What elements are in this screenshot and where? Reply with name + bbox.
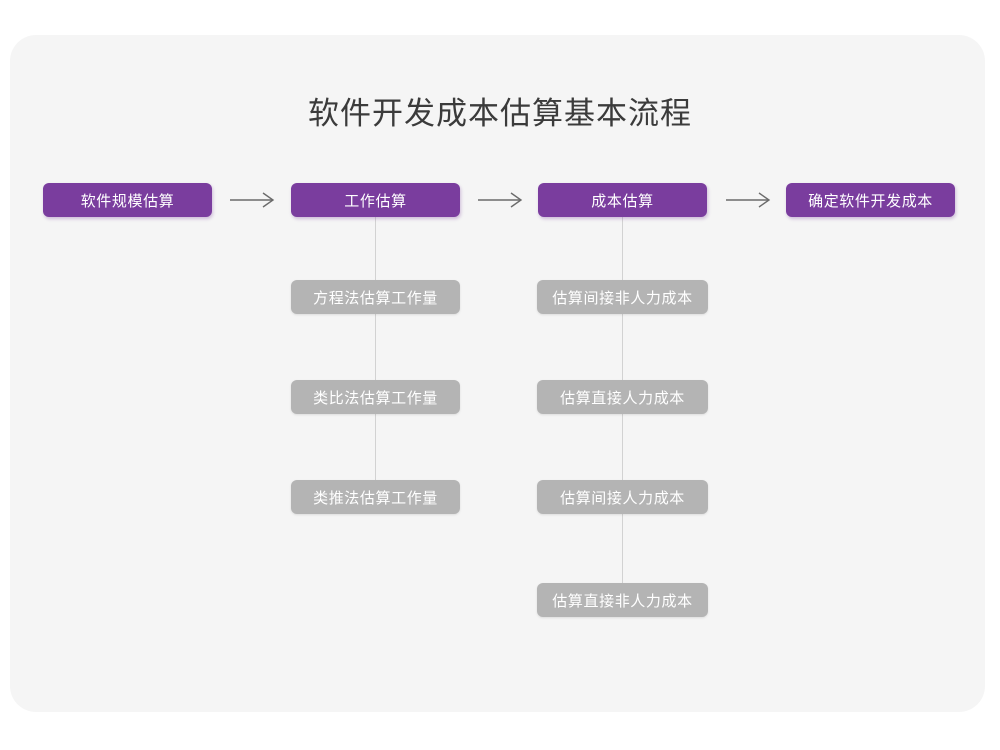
stage-node-1[interactable]: 软件规模估算 bbox=[43, 183, 212, 217]
substep-node-3-3[interactable]: 估算间接人力成本 bbox=[537, 480, 708, 514]
substep-node-2-1[interactable]: 方程法估算工作量 bbox=[291, 280, 460, 314]
arrow-stage-3-to-4 bbox=[726, 190, 772, 210]
substep-node-2-2[interactable]: 类比法估算工作量 bbox=[291, 380, 460, 414]
connector-line-stage-3 bbox=[622, 217, 623, 617]
substep-node-2-3[interactable]: 类推法估算工作量 bbox=[291, 480, 460, 514]
diagram-card bbox=[10, 35, 985, 712]
substep-node-3-1[interactable]: 估算间接非人力成本 bbox=[537, 280, 708, 314]
arrow-stage-2-to-3 bbox=[478, 190, 524, 210]
connector-line-stage-2 bbox=[375, 217, 376, 514]
substep-node-3-4[interactable]: 估算直接非人力成本 bbox=[537, 583, 708, 617]
stage-node-4[interactable]: 确定软件开发成本 bbox=[786, 183, 955, 217]
page-title: 软件开发成本估算基本流程 bbox=[308, 96, 692, 131]
arrow-stage-1-to-2 bbox=[230, 190, 276, 210]
stage-node-3[interactable]: 成本估算 bbox=[538, 183, 707, 217]
substep-node-3-2[interactable]: 估算直接人力成本 bbox=[537, 380, 708, 414]
stage-node-2[interactable]: 工作估算 bbox=[291, 183, 460, 217]
